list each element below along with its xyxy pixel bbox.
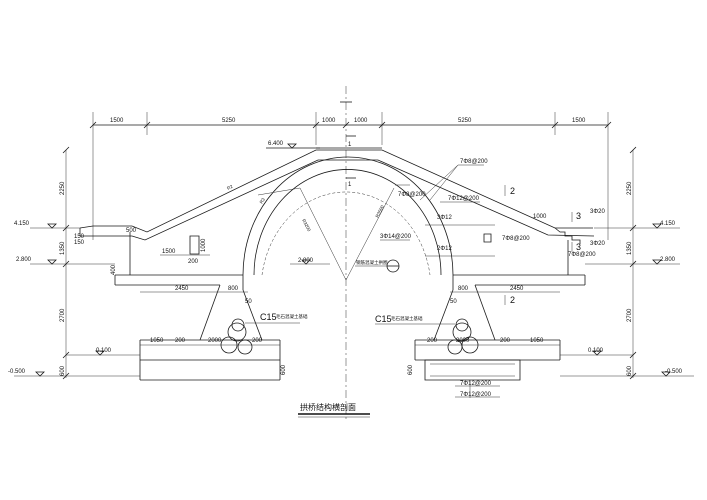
section-mark-3-b: 3 [576,242,581,252]
dim-200-left: 200 [175,338,186,344]
dim-800-right: 800 [458,286,469,292]
title-text: 拱桥结构横剖面 [300,402,356,412]
section-mark-2-low: 2 [510,295,515,305]
right-abutment: C15 毛石混凝土基础 800 2450 50 2 200 2000 200 1… [375,185,605,398]
vdim-2250-right: 2250 [627,181,633,195]
arch-note: 钢筋混凝土拱圈 [356,259,388,266]
dim-200-right-b: 200 [427,338,438,344]
vdim-150-left-a: 150 [74,240,85,246]
right-elevations: 4.150 2.800 -0.500 0.100 2250 1350 2700 … [560,147,694,379]
vdim-2700-right: 2700 [627,308,633,322]
label-c15-left-text: 毛石混凝土基础 [276,313,308,320]
label-7phi8-b1: 7Φ8@200 [502,236,530,242]
top-dimension-chain: 1500 5250 1000 1000 5250 1500 [90,86,611,420]
dim-5250-right: 5250 [458,118,472,124]
label-r3200: R3200 [301,218,312,232]
vdim-1350-right: 1350 [627,241,633,255]
dim-50-left: 50 [245,299,252,305]
dim-2450-left: 2450 [175,286,189,292]
dim-1500-right: 1500 [572,118,586,124]
elev-minus-0500-left: -0.500 [8,369,26,375]
label-r3500: R3500 [374,204,385,218]
label-3phi20-mid1: 3Φ12 [437,215,452,221]
vdim-150-left-b: 150 [74,234,85,240]
dim-1050-right: 1050 [530,338,544,344]
dim-1000-a: 1000 [201,238,207,252]
label-c15-right-text: 毛石混凝土基础 [391,315,423,322]
dim-500: 500 [126,228,137,234]
label-c15-left: C15 [260,312,277,322]
dim-600-left-b: 600 [281,364,287,375]
vdim-2250-left: 2250 [60,181,66,195]
left-elevations: 4.150 2.800 -0.500 0.100 2250 1350 150 1… [8,147,140,379]
label-bottom-rebar-1: 7Φ12@200 [460,381,492,387]
dim-1500-left: 1500 [110,118,124,124]
label-bottom-rebar-2: 7Φ12@200 [460,392,492,398]
dim-1050-left: 1050 [150,338,164,344]
dim-50-right: 50 [450,299,457,305]
dim-200-right: 200 [500,338,511,344]
elev-6400: 6.400 [268,141,284,147]
dim-2450-right: 2450 [510,286,524,292]
section-mark-3: 3 [576,211,581,221]
deck-outline: 6.400 1 1 [80,136,594,240]
label-3phi20-r1: 3Φ20 [590,209,605,215]
dim-800-left: 800 [228,286,239,292]
dim-1000-left: 1000 [322,118,336,124]
dim-2000-right: 2000 [456,338,470,344]
vdim-2700-left: 2700 [60,308,66,322]
elev-2800-right: 2.800 [660,257,676,263]
dim-600-right-b: 600 [408,364,414,375]
vdim-1350-left: 1350 [60,241,66,255]
dim-200: 200 [188,259,199,265]
dim-1500: 1500 [162,249,176,255]
elev-minus-0500-right: -0.500 [665,369,683,375]
label-r3: R3 [259,197,267,205]
label-3phi14: 3Φ14@200 [380,234,412,240]
dim-2000-left: 2000 [208,338,222,344]
label-7phi8-2: 7Φ8@200 [398,192,426,198]
label-7phi8-1: 7Φ8@200 [460,159,488,165]
label-r2: R2 [226,184,234,191]
section-mark-2: 2 [510,186,515,196]
rubble-stone-left [221,319,252,354]
elev-2800-left: 2.800 [16,257,32,263]
section-mark-1-top: 1 [348,142,352,148]
vdim-600-left: 600 [60,365,66,376]
left-abutment: C15 毛石混凝土基础 2450 800 50 400 1500 200 100… [111,228,308,380]
dim-200-left-b: 200 [252,338,263,344]
section-mark-1-bottom: 1 [348,182,352,188]
dim-400: 400 [111,264,117,275]
elev-2800-center: 2.800 [298,258,314,264]
elev-4150-right: 4.150 [660,221,676,227]
dim-1000-right: 1000 [354,118,368,124]
vdim-600-right: 600 [627,365,633,376]
label-3phi20-r2: 3Φ20 [590,241,605,247]
arch-ring: R3200 R3500 R2 R3 钢筋混凝土拱圈 2.800 [226,157,453,290]
rebar-callouts: 7Φ8@200 7Φ8@200 7Φ12@200 3Φ14@200 3Φ12 2… [380,159,596,258]
label-c15-right: C15 [375,314,392,324]
label-3phi20-mid2: 2Φ12 [437,246,452,252]
dim-5250-left: 5250 [222,118,236,124]
elev-4150-left: 4.150 [14,221,30,227]
drawing-title: 拱桥结构横剖面 [298,402,370,417]
label-7phi8-b2: 7Φ8@200 [568,252,596,258]
label-7phi12: 7Φ12@200 [448,196,480,202]
dim-1000-b: 1000 [533,214,547,220]
